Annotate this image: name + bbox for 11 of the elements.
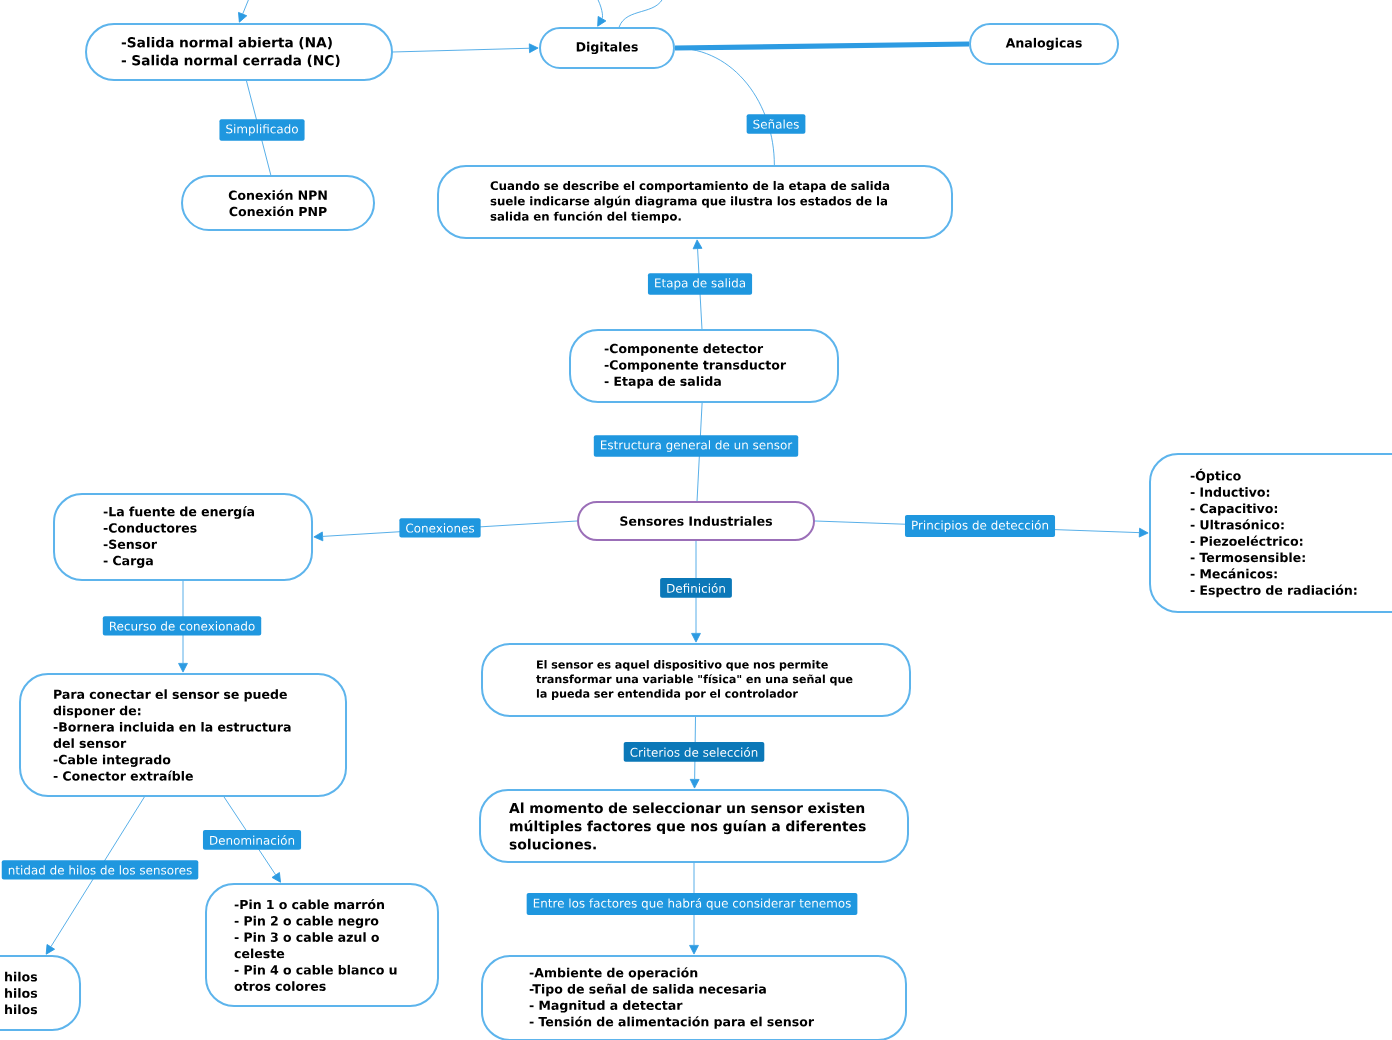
connector — [674, 41, 970, 51]
connector — [691, 540, 701, 643]
connector — [595, 0, 607, 27]
connector — [45, 796, 145, 955]
connector — [674, 47, 775, 166]
connector — [692, 239, 703, 330]
connector — [238, 0, 251, 23]
connector — [618, 0, 665, 28]
connector — [392, 43, 539, 54]
connector — [223, 796, 281, 883]
connector — [689, 716, 700, 789]
